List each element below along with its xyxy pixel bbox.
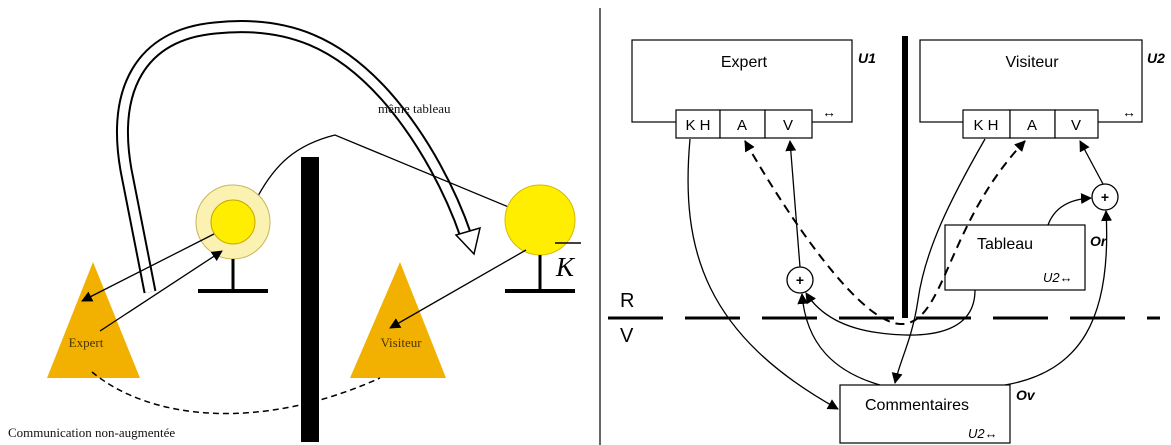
visitor-display-disc [505,185,575,255]
comments-box: Commentaires U2↔ [840,385,1010,443]
plus-icon: + [796,272,804,288]
visitor-cell-v-label: V [1071,117,1081,134]
visitor-box: Visiteur ↔ K H A V [920,40,1142,138]
visitor-cell-a-label: A [1027,117,1037,134]
comments-owner: U2↔ [968,426,998,441]
tableau-to-left-combiner [806,290,975,335]
combiner-left: + [787,267,813,293]
expert-cell-v-label: V [783,117,793,134]
tableau-box-label: Tableau [977,236,1033,253]
non-augmented-label: Communication non-augmentée [8,425,175,440]
comments-to-left-combiner [802,294,880,385]
tableau-tag: Or [1090,233,1108,249]
expert-user-tag: U1 [858,50,876,66]
comments-tag: Ov [1016,387,1036,403]
tableau-box: Tableau U2↔ [945,225,1085,290]
visitor-label: Visiteur [380,335,422,350]
expert-figure: Expert [47,262,140,378]
expert-label: Expert [69,335,104,350]
expert-cell-a-label: A [737,117,747,134]
non-augmented-link [92,372,380,414]
expert-box-label: Expert [721,54,768,71]
tableau-to-right-combiner [1048,198,1091,225]
left-combiner-to-expert-view [790,141,800,267]
visitor-triangle [350,262,446,378]
plus-icon: + [1101,189,1109,205]
visitor-figure: Visiteur [350,262,446,378]
hollow-arrow-outline [123,27,466,292]
visitor-box-label: Visiteur [1005,54,1059,71]
left-panel: même tableau K Expert Visiteur [8,27,581,442]
expert-box: Expert ↔ K H A V [632,40,852,138]
expert-swap-icon: ↔ [822,104,836,120]
right-combiner-to-visitor-view [1080,141,1103,184]
boundary-real-label: R [620,290,634,312]
hollow-arrow-inner [123,27,466,292]
same-board-label: même tableau [378,101,451,116]
comments-box-label: Commentaires [865,397,969,414]
visitor-cell-kh-label: K H [973,117,998,134]
same-board-link [258,135,535,218]
right-panel: R V Expert ↔ K H A V U1 Visiteur ↔ K H A [608,36,1165,443]
visitor-display: K [505,185,581,291]
boundary-virtual-label: V [620,325,634,347]
visitor-swap-icon: ↔ [1122,104,1136,120]
central-wall [902,36,908,318]
expert-triangle [47,262,140,378]
tableau-owner: U2↔ [1043,270,1073,285]
combiner-right: + [1092,184,1118,210]
k-symbol: K [555,252,576,282]
expert-input-to-comments [688,139,838,409]
visitor-user-tag: U2 [1147,50,1165,66]
expert-display-disc [211,200,255,244]
expert-cell-kh-label: K H [685,117,710,134]
wall-bar [301,157,319,442]
